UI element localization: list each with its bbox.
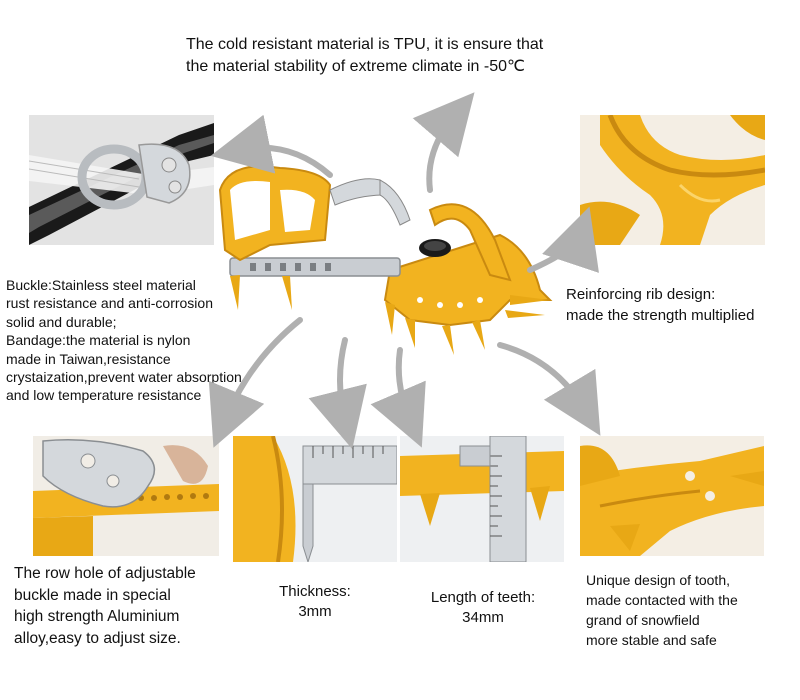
tooth-design-photo xyxy=(580,436,764,556)
buckle-description: Buckle:Stainless steel material rust res… xyxy=(6,277,242,404)
reinforcing-rib-photo xyxy=(580,115,765,245)
thickness-description: Thickness: 3mm xyxy=(279,583,351,620)
reinforcing-rib-description: Reinforcing rib design: made the strengt… xyxy=(566,286,755,324)
crampon-product-illustration xyxy=(210,150,570,390)
headline-text: The cold resistant material is TPU, it i… xyxy=(186,36,544,75)
teeth-length-caliper-photo xyxy=(400,436,564,562)
buckle-closeup-photo xyxy=(29,115,214,245)
thickness-caliper-photo xyxy=(233,436,397,562)
row-hole-buckle-photo xyxy=(33,436,219,556)
tooth-design-description: Unique design of tooth, made contacted w… xyxy=(586,572,738,648)
teeth-length-description: Length of teeth: 34mm xyxy=(430,589,536,626)
row-hole-description: The row hole of adjustable buckle made i… xyxy=(14,565,196,647)
